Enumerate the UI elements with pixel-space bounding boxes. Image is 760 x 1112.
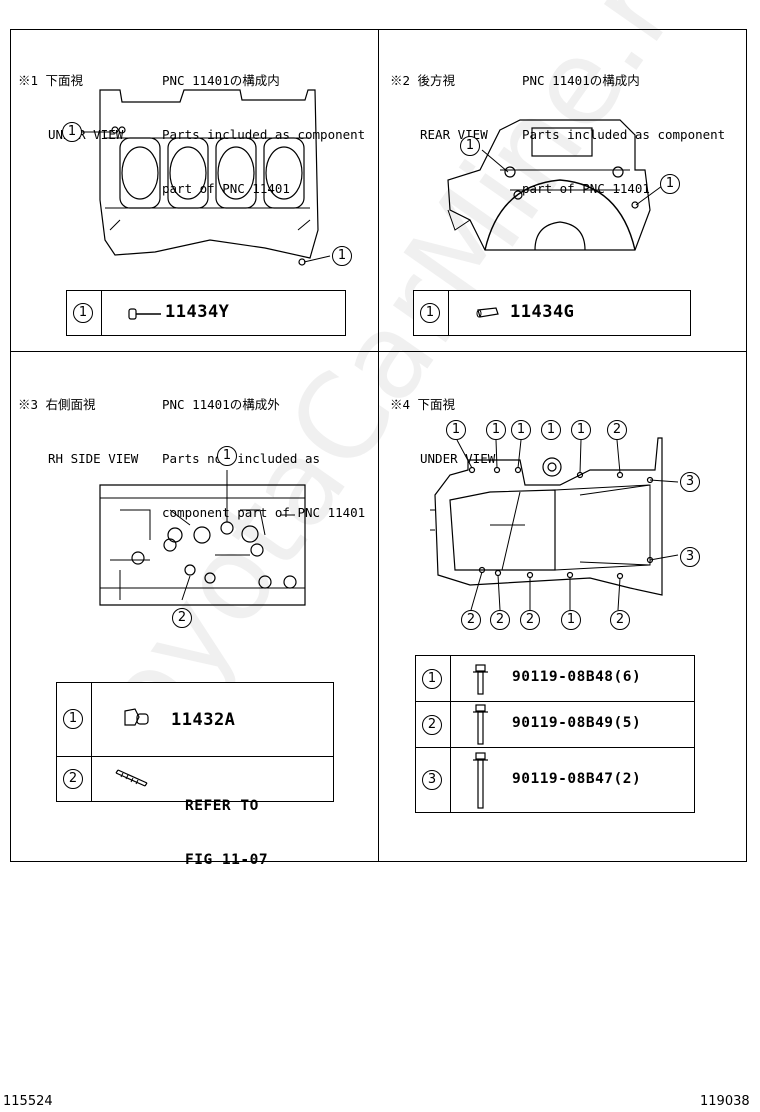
bolt-icon bbox=[473, 704, 488, 745]
parts-row-number: 3 bbox=[422, 770, 442, 790]
callout-1: 1 bbox=[486, 420, 506, 440]
parts-row: 1 11432A bbox=[57, 683, 333, 757]
footer-left-code: 115524 bbox=[3, 1094, 53, 1109]
callout-2: 2 bbox=[607, 420, 627, 440]
part-number[interactable]: 90119-08B48(6) bbox=[512, 669, 642, 685]
parts-row-number-cell: 3 bbox=[416, 748, 451, 812]
callout-1: 1 bbox=[541, 420, 561, 440]
panel-3-title: ※3 右側面視 RH SIDE VIEW bbox=[18, 397, 139, 466]
bolt-icon bbox=[473, 664, 488, 695]
parts-row-number: 1 bbox=[63, 709, 83, 729]
parts-row-number-cell: 1 bbox=[57, 683, 92, 756]
part-number[interactable]: 11434G bbox=[510, 302, 575, 322]
under-view-oil-pan-drawing bbox=[430, 437, 679, 610]
parts-row-number-cell: 1 bbox=[416, 656, 451, 701]
parts-row-number: 2 bbox=[422, 715, 442, 735]
panel-divider-horizontal bbox=[10, 351, 747, 352]
callout-1: 1 bbox=[571, 420, 591, 440]
part-number[interactable]: 11434Y bbox=[165, 302, 230, 322]
panel-3-parts-table: 1 11432A 2 REFER TO FIG 11-07 bbox=[56, 682, 334, 868]
stud-bolt-icon bbox=[115, 769, 148, 787]
parts-row: 2 90119-08B49(5) bbox=[416, 702, 694, 748]
bolt-icon bbox=[473, 752, 488, 809]
part-reference[interactable]: REFER TO FIG 11-07 bbox=[185, 798, 269, 868]
parts-row-number-cell: 2 bbox=[416, 702, 451, 747]
panel-4-parts-table: 1 90119-08B48(6) 2 90119-08B49(5) 3 9011… bbox=[415, 655, 695, 813]
rh-side-view-block-drawing bbox=[99, 470, 306, 606]
panel-1-parts-table: 1 11434Y bbox=[66, 290, 346, 336]
parts-row-number: 1 bbox=[420, 303, 440, 323]
panel-4-title: ※4 下面視 UNDER VIEW bbox=[390, 397, 496, 466]
callout-3: 3 bbox=[680, 547, 700, 567]
parts-row-number: 1 bbox=[422, 669, 442, 689]
callout-2: 2 bbox=[490, 610, 510, 630]
callout-2: 2 bbox=[610, 610, 630, 630]
footer-right-code: 119038 bbox=[700, 1094, 750, 1109]
plug-icon bbox=[128, 308, 161, 320]
rear-view-block-drawing bbox=[447, 119, 663, 251]
part-number[interactable]: 90119-08B49(5) bbox=[512, 715, 642, 731]
callout-3: 3 bbox=[680, 472, 700, 492]
parts-row: 2 REFER TO FIG 11-07 bbox=[57, 757, 333, 868]
callout-2: 2 bbox=[520, 610, 540, 630]
panel-divider-vertical bbox=[378, 29, 379, 862]
callout-1: 1 bbox=[511, 420, 531, 440]
callout-1: 1 bbox=[332, 246, 352, 266]
parts-row-number: 2 bbox=[63, 769, 83, 789]
parts-row-number-cell: 1 bbox=[67, 291, 102, 335]
plug-bolt-icon bbox=[124, 708, 149, 726]
parts-row: 1 11434G bbox=[414, 291, 690, 335]
callout-2: 2 bbox=[172, 608, 192, 628]
parts-row: 1 11434Y bbox=[67, 291, 345, 335]
callout-1: 1 bbox=[62, 122, 82, 142]
callout-1: 1 bbox=[217, 446, 237, 466]
parts-row-number-cell: 1 bbox=[414, 291, 449, 335]
part-number[interactable]: 90119-08B47(2) bbox=[512, 771, 642, 787]
parts-row-number-cell: 2 bbox=[57, 757, 92, 801]
panel-2-parts-table: 1 11434G bbox=[413, 290, 691, 336]
parts-row: 3 90119-08B47(2) bbox=[416, 748, 694, 812]
parts-row: 1 90119-08B48(6) bbox=[416, 656, 694, 702]
under-view-block-drawing bbox=[82, 89, 331, 266]
parts-row-number: 1 bbox=[73, 303, 93, 323]
callout-1: 1 bbox=[561, 610, 581, 630]
callout-1: 1 bbox=[660, 174, 680, 194]
callout-1: 1 bbox=[446, 420, 466, 440]
callout-1: 1 bbox=[460, 136, 480, 156]
callout-2: 2 bbox=[461, 610, 481, 630]
dowel-pin-icon bbox=[476, 307, 499, 318]
part-number[interactable]: 11432A bbox=[171, 710, 236, 730]
